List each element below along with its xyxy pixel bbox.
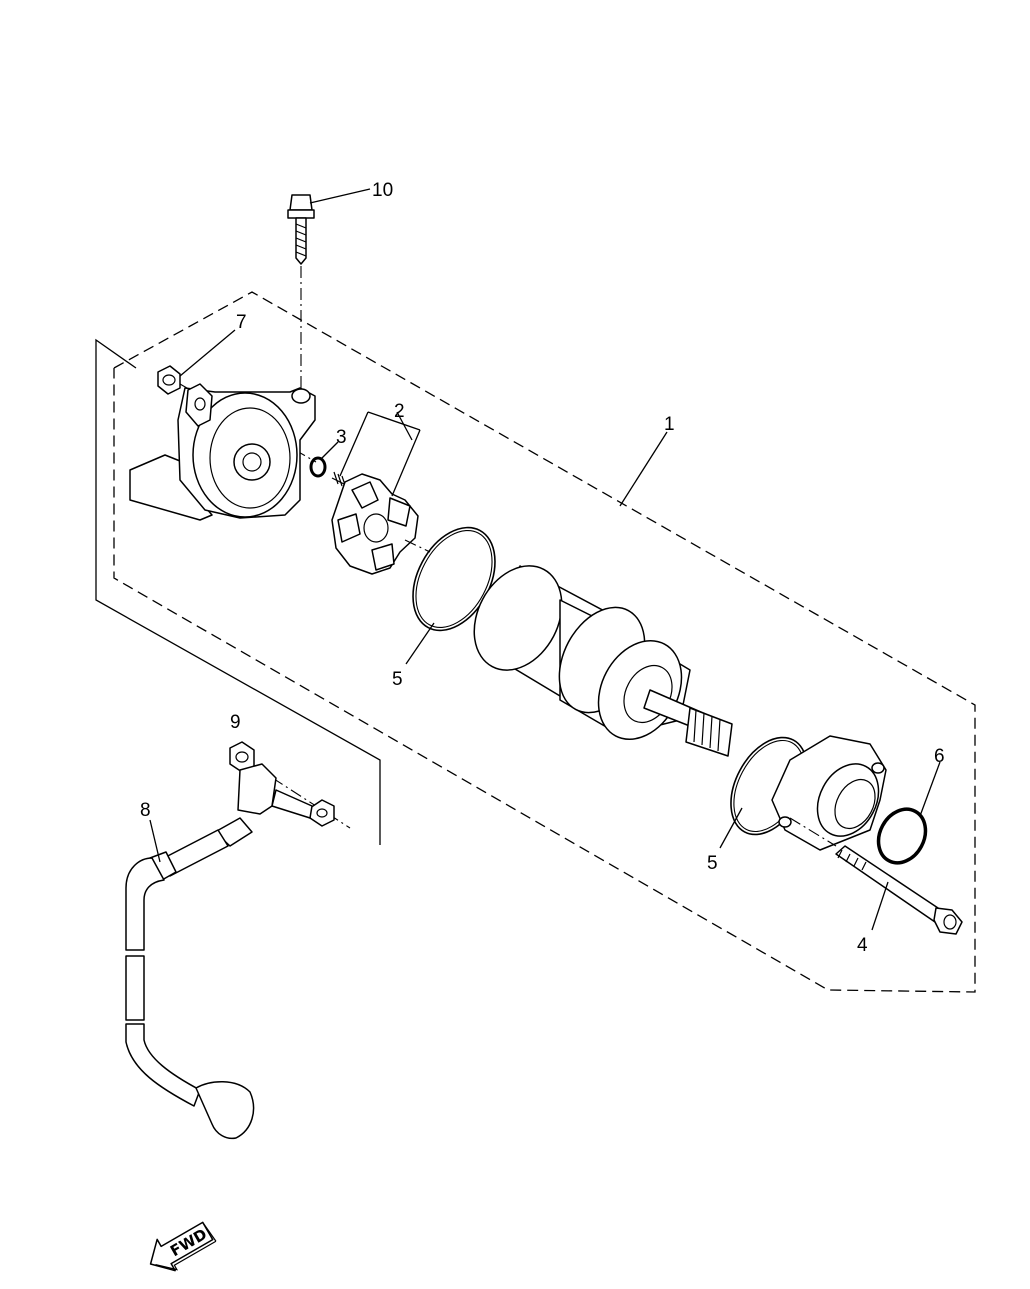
part-o-ring-3 <box>309 456 327 478</box>
callout-10: 10 <box>372 180 393 201</box>
part-brush-holder-2 <box>331 471 431 575</box>
part-through-bolt-4 <box>789 817 963 935</box>
callout-leaders <box>149 188 941 931</box>
part-front-cover <box>129 383 316 521</box>
callout-3: 3 <box>336 427 347 448</box>
callout-5-upper: 5 <box>392 669 403 690</box>
part-screw-10 <box>287 194 315 390</box>
part-rear-cover <box>771 735 887 851</box>
assembly-boundary <box>113 291 976 993</box>
callout-9: 9 <box>230 712 241 733</box>
part-starter-cable-8 <box>125 763 335 1140</box>
callout-8: 8 <box>140 800 151 821</box>
fwd-arrow-icon: FWD <box>149 1221 217 1272</box>
callout-5-lower: 5 <box>707 853 718 874</box>
callout-1: 1 <box>664 414 675 435</box>
group-frame-upper <box>95 338 381 845</box>
fwd-direction-marker: FWD <box>149 1221 217 1272</box>
callout-6: 6 <box>934 746 945 767</box>
callout-labels: 10 7 2 3 1 5 9 6 8 5 4 <box>140 180 945 956</box>
callout-7: 7 <box>236 312 247 333</box>
part-yoke-housing <box>473 565 733 757</box>
part-o-ring-6 <box>876 807 928 865</box>
callout-2: 2 <box>394 401 405 422</box>
callout-4: 4 <box>857 935 868 956</box>
